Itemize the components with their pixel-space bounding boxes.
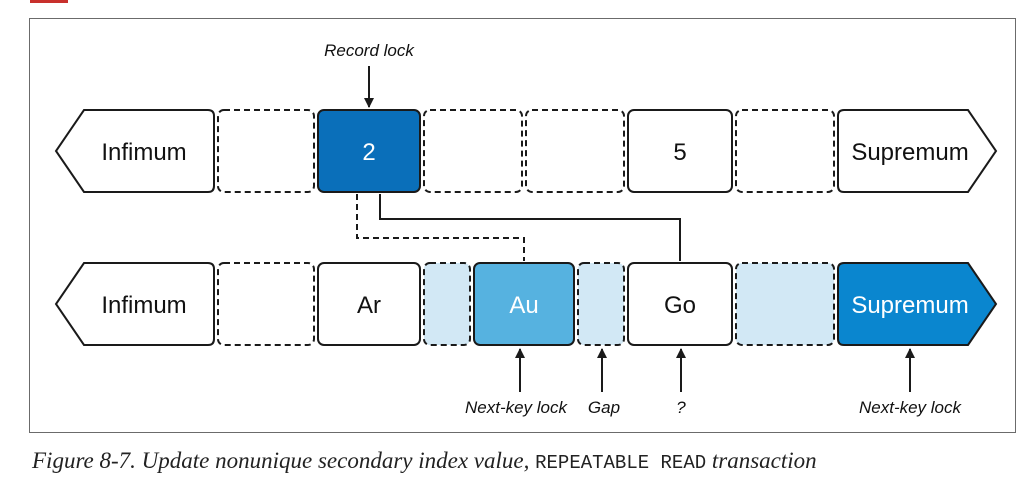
bottom-record-go-cell <box>627 262 733 346</box>
caption-suffix: transaction <box>711 448 817 473</box>
bottom-record-go-label: Go <box>664 292 696 319</box>
connector-2-to-go-solid <box>379 194 681 261</box>
bottom-supremum-label: Supremum <box>851 292 968 319</box>
question-annotation: ? <box>676 398 686 417</box>
top-record-5-cell <box>627 109 733 193</box>
caption-prefix: Figure 8-7. Update nonunique secondary i… <box>32 448 530 473</box>
top-record-2-cell <box>317 109 421 193</box>
top-infimum-label: Infimum <box>101 139 186 166</box>
top-empty-slot-2 <box>423 109 523 193</box>
bottom-infimum-label: Infimum <box>101 292 186 319</box>
next-key-lock-supremum-annotation: Next-key lock <box>859 398 963 417</box>
connector-2-to-au-dashed <box>356 194 525 261</box>
top-empty-slot-3 <box>525 109 625 193</box>
top-record-2-label: 2 <box>362 139 375 166</box>
top-empty-slot-4 <box>735 109 835 193</box>
top-accent-line <box>30 0 68 3</box>
gap-annotation: Gap <box>588 398 620 417</box>
record-lock-annotation: Record lock <box>324 41 415 60</box>
top-supremum-label: Supremum <box>851 139 968 166</box>
top-record-5-label: 5 <box>673 139 686 166</box>
bottom-gap-before-au <box>423 262 471 346</box>
top-supremum-cell <box>837 109 998 193</box>
bottom-infimum-cell <box>54 262 215 346</box>
bottom-gap-before-supremum <box>735 262 835 346</box>
figure-frame <box>29 18 1016 433</box>
bottom-record-au-cell <box>473 262 575 346</box>
top-empty-slot-1 <box>217 109 315 193</box>
bottom-supremum-cell <box>837 262 998 346</box>
figure-caption: Figure 8-7. Update nonunique secondary i… <box>32 448 817 474</box>
index-lock-diagram: Infimum 2 5 Supremum Infimum Ar Au Go Su… <box>54 41 998 417</box>
caption-code: REPEATABLE READ <box>535 452 707 474</box>
bottom-record-au-label: Au <box>509 292 538 319</box>
bottom-gap-after-au <box>577 262 625 346</box>
bottom-empty-slot-1 <box>217 262 315 346</box>
next-key-lock-au-annotation: Next-key lock <box>465 398 569 417</box>
bottom-record-ar-cell <box>317 262 421 346</box>
top-infimum-cell <box>54 109 215 193</box>
bottom-record-ar-label: Ar <box>357 292 381 319</box>
